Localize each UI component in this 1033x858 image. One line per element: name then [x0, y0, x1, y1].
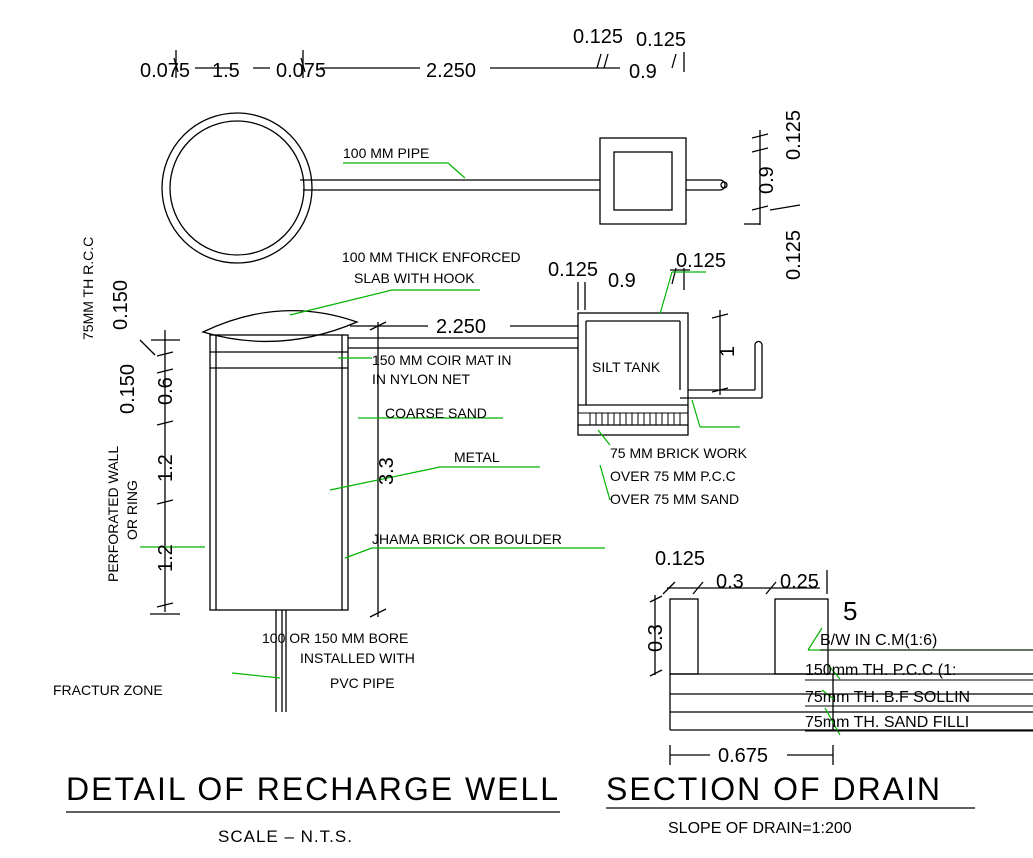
dim-0075-a: 0.075 — [140, 60, 190, 82]
dim-0125-top-b: 0.125 — [636, 29, 686, 51]
tank-dim-0125-a: 0.125 — [548, 259, 598, 281]
perforated-wall-label-2: OR RING — [124, 480, 140, 540]
pipe-length: 2.250 — [436, 316, 486, 338]
brick-work-line-3: OVER 75 MM SAND — [610, 491, 739, 507]
drain-note-5: 5 — [843, 596, 857, 626]
titles: DETAIL OF RECHARGE WELL SCALE – N.T.S. S… — [66, 771, 975, 846]
well-title: DETAIL OF RECHARGE WELL — [66, 771, 560, 807]
drain-texts: 0.125 0.3 0.25 0.3 5 B/W IN C.M(1:6) 150… — [645, 548, 970, 767]
coir-mat-line-1: 150 MM COIR MAT IN — [372, 352, 512, 368]
dim-right-0125-a: 0.125 — [783, 110, 805, 160]
drain-dim-0125: 0.125 — [655, 548, 705, 570]
drain-slope: SLOPE OF DRAIN=1:200 — [668, 820, 852, 837]
pipe-label: 100 MM PIPE — [343, 145, 429, 161]
drain-bf-label: 75mm TH. B.F SOLLIN — [805, 689, 970, 706]
dim-right-09: 0.9 — [756, 166, 778, 194]
tank-dim-09: 0.9 — [608, 270, 636, 292]
drain-pcc-label: 150mm TH. P.C.C (1: — [805, 662, 956, 679]
section-leaders — [140, 271, 1033, 736]
dim-0125-top-a: 0.125 — [573, 26, 623, 48]
dim-0075-b: 0.075 — [276, 60, 326, 82]
drain-dim-03: 0.3 — [716, 571, 744, 593]
left-dim-12-b: 1.2 — [155, 544, 177, 572]
silt-tank-label: SILT TANK — [592, 359, 661, 375]
dim-2250-top: 2.250 — [426, 60, 476, 82]
dim-15: 1.5 — [212, 60, 240, 82]
slab-label-line-1: 100 MM THICK ENFORCED — [342, 249, 521, 265]
bore-line-3: PVC PIPE — [330, 675, 395, 691]
brick-work-line-2: OVER 75 MM P.C.C — [610, 468, 736, 484]
top-plan-texts: 0.075 1.5 0.075 2.250 0.125 0.125 0.9 10… — [140, 26, 805, 280]
jhama-brick-label: JHAMA BRICK OR BOULDER — [372, 531, 562, 547]
well-scale: SCALE – N.T.S. — [218, 827, 353, 846]
tank-dim-0125-b: 0.125 — [676, 250, 726, 272]
bore-line-2: INSTALLED WITH — [300, 650, 415, 666]
coir-mat-line-2: IN NYLON NET — [372, 371, 470, 387]
dim-right-0125-b: 0.125 — [783, 230, 805, 280]
metal-label: METAL — [454, 449, 500, 465]
brick-work-line-1: 75 MM BRICK WORK — [610, 445, 748, 461]
left-dim-06: 0.6 — [155, 377, 177, 405]
left-dim-0150-b: 0.150 — [117, 364, 139, 414]
left-dim-12-a: 1.2 — [155, 454, 177, 482]
drain-sand-label: 75mm TH. SAND FILLI — [805, 714, 969, 731]
slab-label-line-2: SLAB WITH HOOK — [354, 270, 475, 286]
drain-underlines — [805, 649, 1033, 732]
top-plan-leaders — [343, 162, 466, 179]
drain-dim-03-vertical: 0.3 — [645, 624, 667, 652]
bore-line-1: 100 OR 150 MM BORE — [262, 630, 408, 646]
coarse-sand-label: COARSE SAND — [385, 405, 487, 421]
tank-height: 1 — [717, 346, 739, 357]
brick-hatch — [578, 412, 688, 425]
drain-title: SECTION OF DRAIN — [606, 771, 942, 807]
top-plan-view — [161, 50, 801, 264]
left-dim-0150-a: 0.150 — [110, 280, 132, 330]
perforated-wall-label-1: PERFORATED WALL — [105, 446, 121, 582]
drain-width: 0.675 — [718, 745, 768, 767]
drain-dim-025: 0.25 — [780, 571, 819, 593]
dim-09-top: 0.9 — [629, 61, 657, 83]
fracture-zone-label: FRACTUR ZONE — [53, 682, 163, 698]
section-texts: 100 MM THICK ENFORCED SLAB WITH HOOK 0.1… — [53, 237, 748, 698]
drain-bw-label: B/W IN C.M(1:6) — [820, 632, 937, 649]
well-depth: 3.3 — [376, 457, 398, 485]
rcc-label: 75MM TH R.C.C — [80, 237, 96, 340]
section-view — [139, 267, 1033, 765]
